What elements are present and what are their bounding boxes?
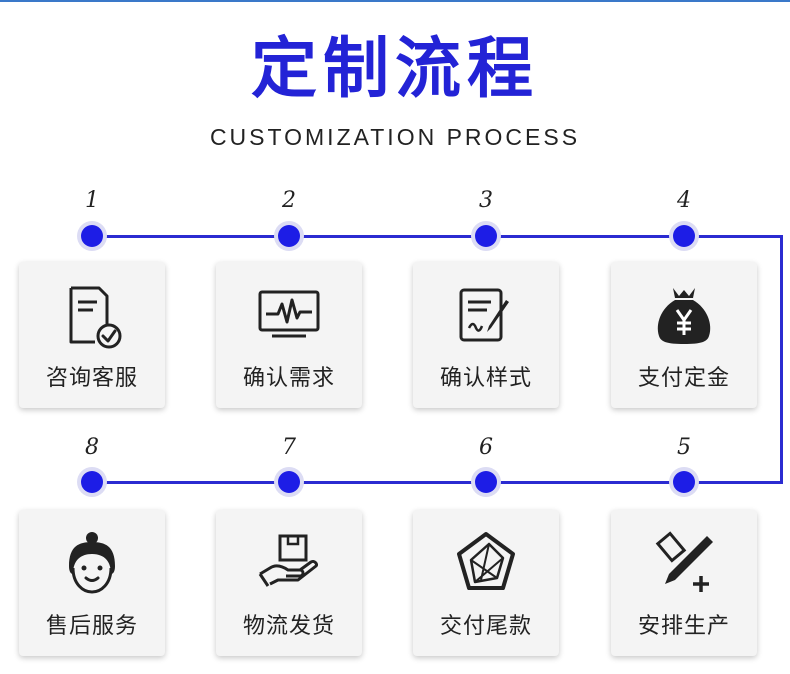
pen-ruler-plus-icon xyxy=(655,531,713,592)
step-dot-2 xyxy=(278,225,300,247)
document-pen-icon xyxy=(459,288,509,342)
step-card-3: 确认样式 xyxy=(413,262,559,408)
monitor-pulse-icon xyxy=(258,290,320,338)
top-accent-line xyxy=(0,0,790,2)
page-title: 定制流程 xyxy=(251,30,539,107)
step-number-7: 7 xyxy=(282,435,296,460)
step-number-8: 8 xyxy=(85,435,99,460)
step-card-8: 售后服务 xyxy=(19,510,165,656)
step-label-4: 支付定金 xyxy=(637,366,730,391)
connector-row-1 xyxy=(92,235,782,238)
page-subtitle: CUSTOMIZATION PROCESS xyxy=(209,124,581,150)
step-label-5: 安排生产 xyxy=(637,614,730,639)
step-label-6: 交付尾款 xyxy=(439,614,532,639)
step-card-6: 交付尾款 xyxy=(413,510,559,656)
step-dot-1 xyxy=(81,225,103,247)
step-card-5: 安排生产 xyxy=(611,510,757,656)
step-dot-3 xyxy=(475,225,497,247)
document-check-icon xyxy=(69,286,122,349)
step-dot-8 xyxy=(81,471,103,493)
step-card-7: 物流发货 xyxy=(216,510,362,656)
step-label-8: 售后服务 xyxy=(45,614,138,639)
step-number-3: 3 xyxy=(479,188,493,213)
step-number-1: 1 xyxy=(85,188,99,213)
step-label-3: 确认样式 xyxy=(439,366,532,391)
step-dot-5 xyxy=(673,471,695,493)
money-bag-icon xyxy=(657,288,711,344)
step-dot-7 xyxy=(278,471,300,493)
step-dot-6 xyxy=(475,471,497,493)
step-dot-4 xyxy=(673,225,695,247)
step-number-6: 6 xyxy=(479,435,493,460)
step-label-1: 咨询客服 xyxy=(45,366,138,391)
connector-right-vertical xyxy=(780,235,783,483)
step-number-4: 4 xyxy=(677,188,691,213)
step-card-1: 咨询客服 xyxy=(19,262,165,408)
customer-service-icon xyxy=(69,532,115,594)
hand-package-icon xyxy=(258,534,318,587)
step-card-2: 确认需求 xyxy=(216,262,362,408)
step-card-4: 支付定金 xyxy=(611,262,757,408)
gem-pentagon-icon xyxy=(457,532,515,590)
step-number-5: 5 xyxy=(677,435,691,460)
step-label-7: 物流发货 xyxy=(242,614,335,639)
step-number-2: 2 xyxy=(282,188,296,213)
connector-row-2 xyxy=(92,481,783,484)
step-label-2: 确认需求 xyxy=(242,366,335,391)
